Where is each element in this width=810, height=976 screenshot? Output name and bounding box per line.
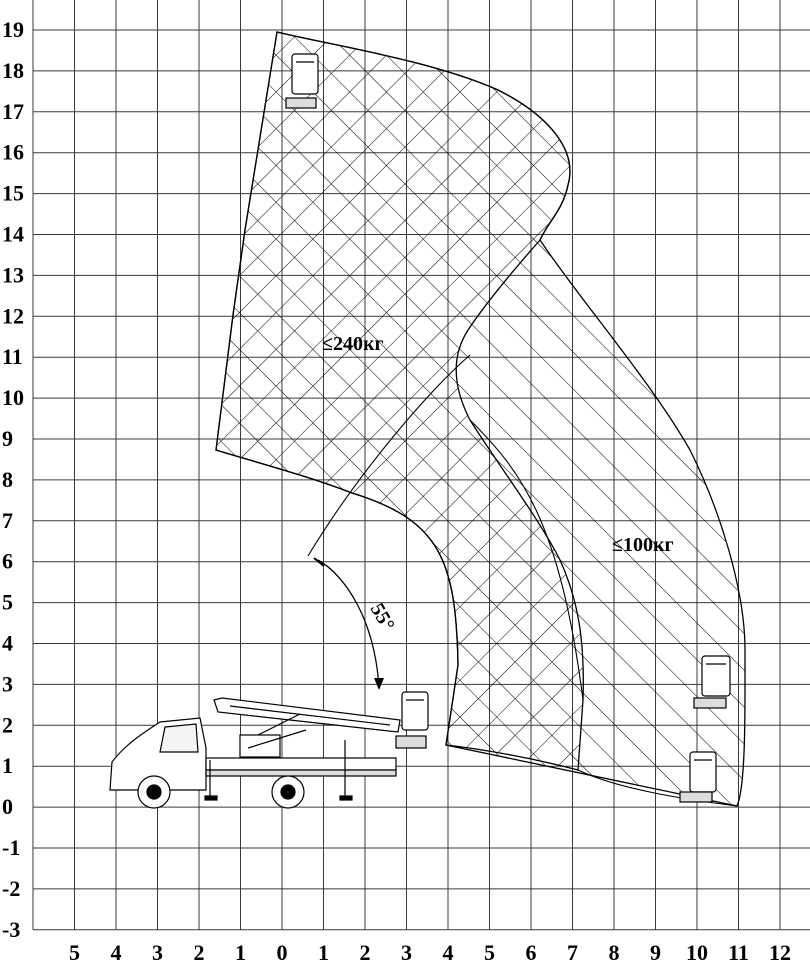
y-tick-label: 9	[2, 426, 13, 451]
truck-icon	[109, 697, 401, 809]
y-tick-label: 16	[2, 140, 24, 165]
x-tick-label: 8	[609, 940, 620, 965]
y-tick-label: 5	[2, 590, 13, 615]
y-tick-label: 8	[2, 467, 13, 492]
y-tick-label: 6	[2, 549, 13, 574]
zone-100kg-label: ≤100кг	[612, 534, 674, 556]
x-tick-label: 5	[69, 940, 80, 965]
angle-label: 55°	[366, 600, 399, 635]
y-tick-label: 3	[2, 671, 13, 696]
y-tick-label: 7	[2, 508, 13, 533]
x-tick-label: 11	[728, 940, 749, 965]
x-tick-label: 5	[484, 940, 495, 965]
y-tick-label: 10	[2, 385, 24, 410]
x-tick-label: 3	[152, 940, 163, 965]
y-tick-label: 19	[2, 17, 24, 42]
angle-indicator: 55°	[313, 557, 399, 690]
zone-240kg	[215, 31, 584, 771]
y-tick-label: 4	[2, 631, 13, 656]
y-tick-label: 1	[2, 753, 13, 778]
x-tick-label: 3	[401, 940, 412, 965]
x-tick-label: 9	[650, 940, 661, 965]
y-tick-label: -3	[2, 917, 20, 942]
x-tick-label: 1	[318, 940, 329, 965]
reach-lines	[307, 354, 738, 807]
y-tick-label: 18	[2, 58, 24, 83]
x-tick-label: 4	[443, 940, 454, 965]
y-tick-label: -1	[2, 835, 20, 860]
y-tick-label: 13	[2, 262, 24, 287]
x-tick-label: 0	[277, 940, 288, 965]
y-tick-label: 17	[2, 99, 24, 124]
x-tick-label: 7	[567, 940, 578, 965]
x-tick-label: 10	[686, 940, 708, 965]
x-tick-label: 2	[360, 940, 371, 965]
y-tick-label: 15	[2, 181, 24, 206]
y-tick-label: -2	[2, 876, 20, 901]
y-tick-label: 12	[2, 303, 24, 328]
y-tick-label: 2	[2, 712, 13, 737]
x-tick-label: 2	[194, 940, 205, 965]
y-tick-label: 14	[2, 222, 24, 247]
x-tick-label: 6	[526, 940, 537, 965]
y-tick-label: 0	[2, 794, 13, 819]
y-tick-label: 11	[2, 344, 23, 369]
x-tick-label: 12	[769, 940, 791, 965]
basket-icon	[285, 53, 731, 803]
x-tick-label: 1	[235, 940, 246, 965]
zone-240kg-label: ≤240кг	[322, 333, 384, 355]
x-tick-label: 4	[111, 940, 122, 965]
